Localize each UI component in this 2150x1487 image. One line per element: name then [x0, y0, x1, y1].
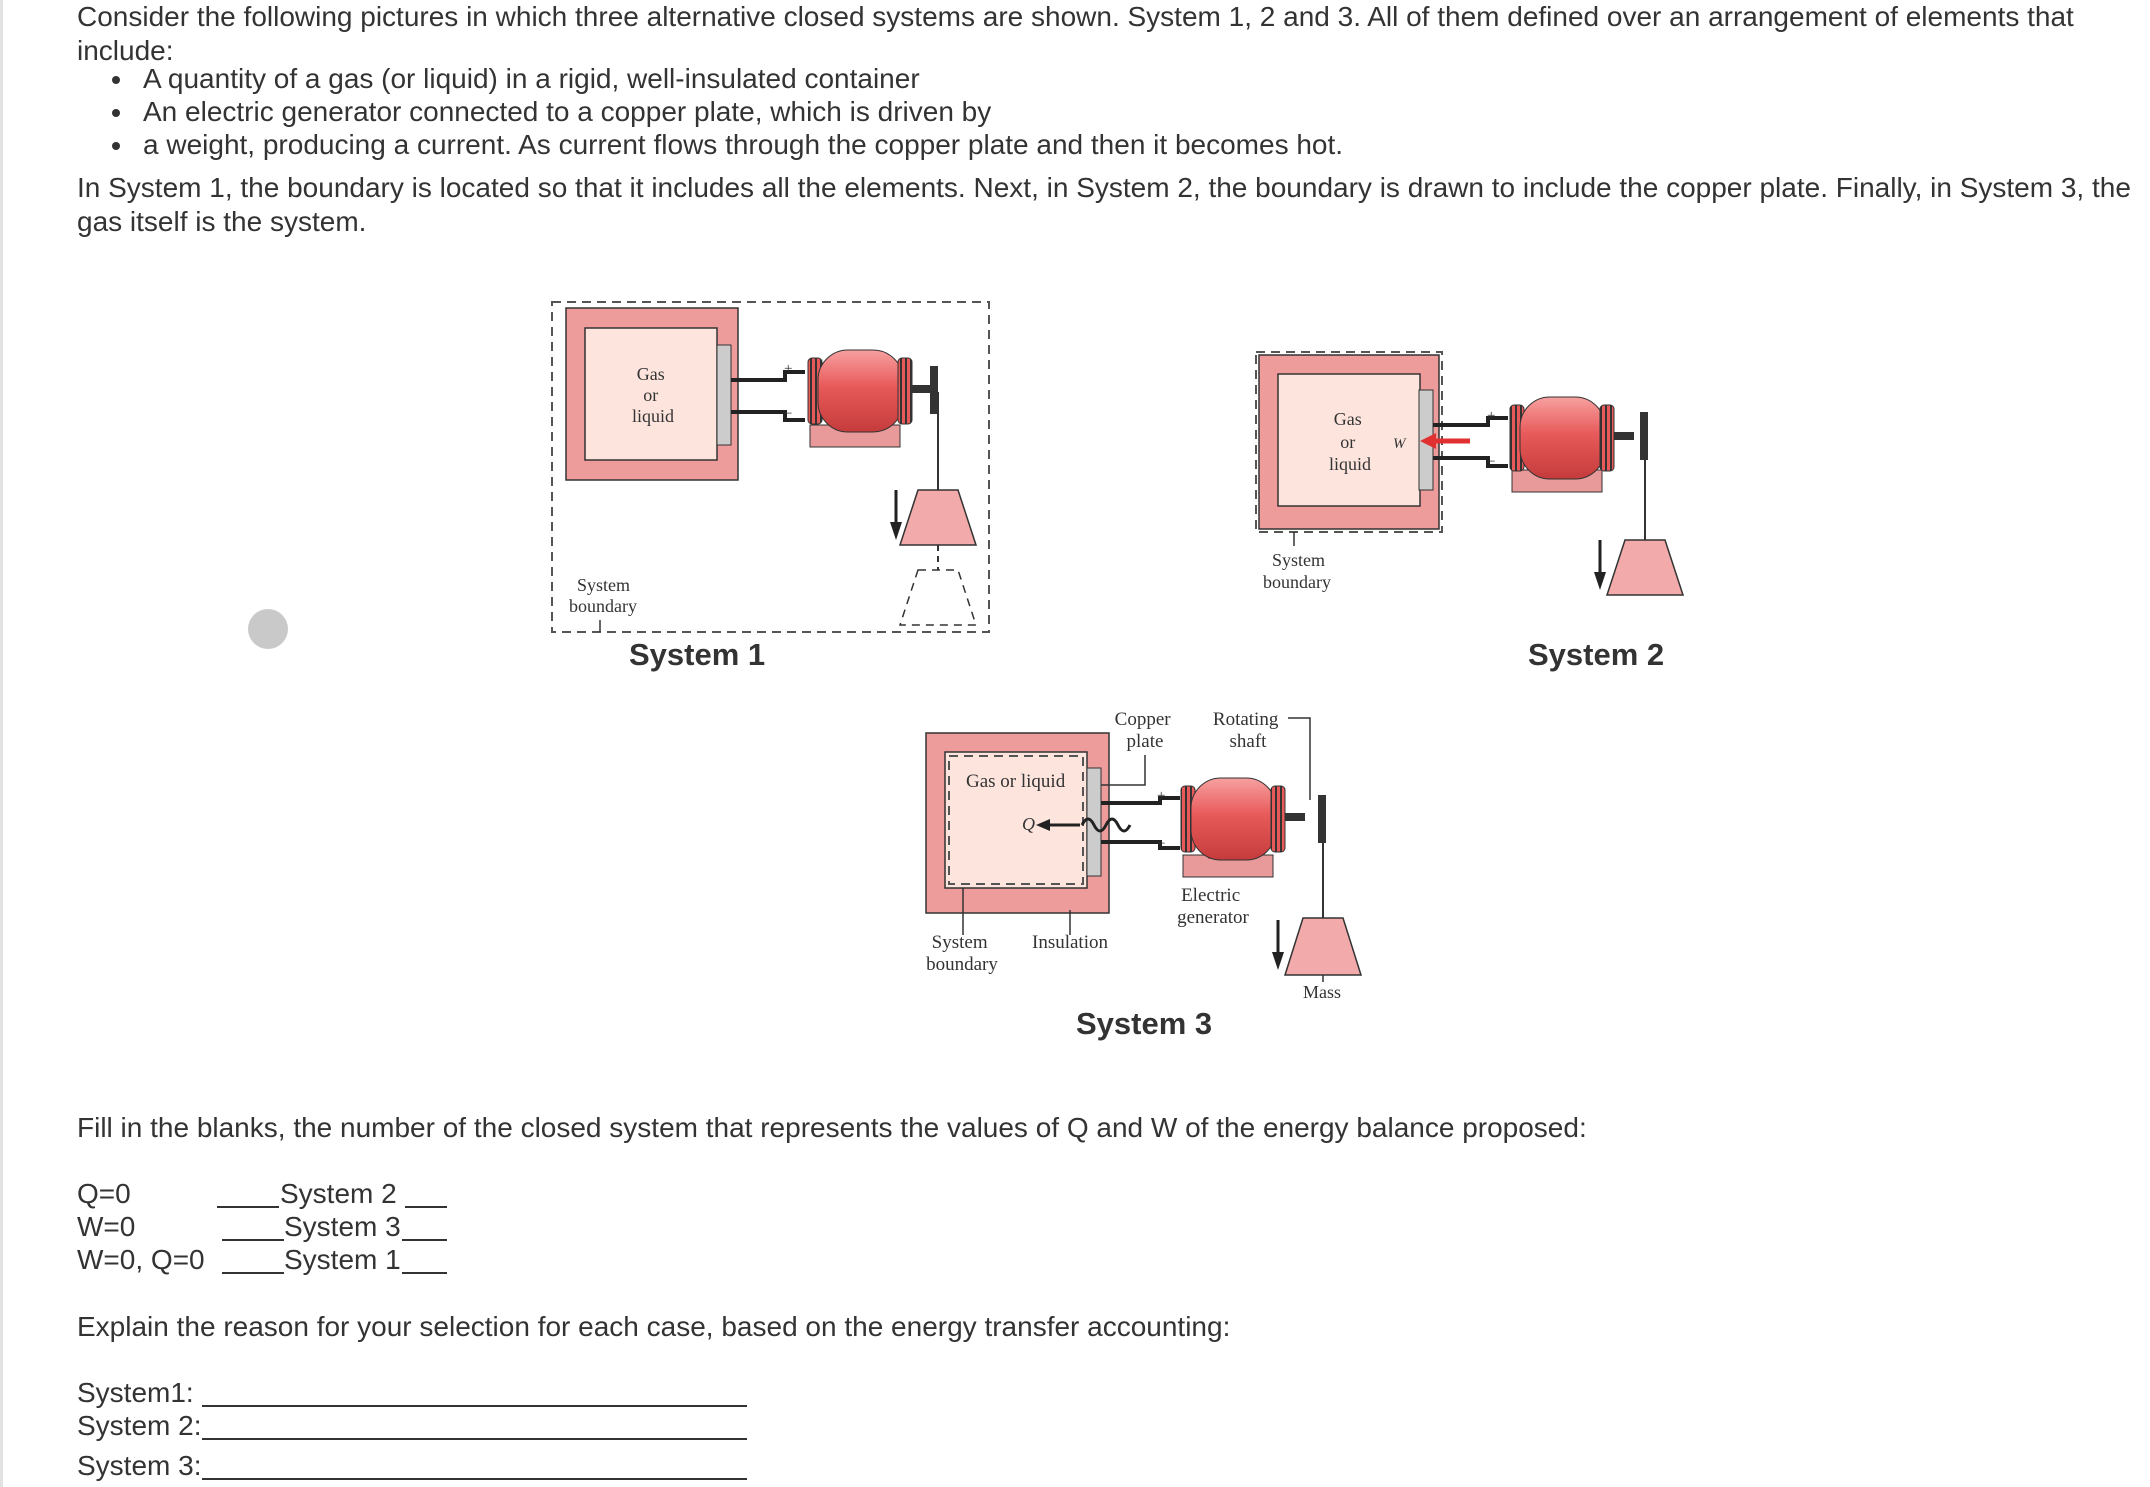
intro-paragraph-2: In System 1, the boundary is located so … — [77, 172, 2131, 237]
explain-input-1[interactable] — [202, 1405, 747, 1407]
electric-generator-label: Electric generator — [1177, 885, 1249, 928]
gas-label: Gas or liquid — [1329, 409, 1371, 474]
copper-plate — [716, 344, 732, 446]
answer-label-q: Q=0 — [77, 1178, 131, 1209]
insulation-label: Insulation — [1032, 932, 1108, 953]
systems-figure: Gas or liquid + − System boundary System… — [551, 301, 1685, 1041]
gas-label: Gas or liquid — [632, 364, 674, 426]
system3-diagram: Gas or liquid Q + − Copper plate — [925, 709, 1363, 1041]
explain-label-3: System 3: — [77, 1450, 202, 1481]
pulley — [930, 366, 938, 414]
list-item: a weight, producing a current. As curren… — [135, 128, 1343, 161]
explain-input-2[interactable] — [202, 1438, 747, 1440]
answer-system-wq[interactable]: System 1 — [284, 1244, 401, 1275]
minus-sign: − — [1487, 454, 1495, 470]
mass — [1283, 917, 1363, 976]
system-boundary-label: System boundary — [569, 575, 637, 616]
intro-paragraph-1: Consider the following pictures in which… — [77, 1, 2074, 66]
system-boundary-label: System boundary — [926, 932, 998, 975]
explain-prompt: Explain the reason for your selection fo… — [77, 1311, 1231, 1342]
system3-boundary — [948, 755, 1084, 885]
mass-dashed-outline — [898, 569, 978, 626]
gas-container — [944, 751, 1088, 889]
plus-sign: + — [784, 361, 792, 377]
left-border — [0, 0, 3, 1487]
wires — [1433, 416, 1508, 468]
element-list: A quantity of a gas (or liquid) in a rig… — [105, 62, 1343, 161]
electric-generator — [1509, 396, 1634, 493]
rotating-shaft-label: Rotating shaft — [1213, 709, 1283, 752]
system2-diagram: Gas or liquid W + − System boundary Syst… — [1255, 351, 1685, 672]
minus-sign: − — [784, 406, 792, 422]
radio-button[interactable] — [248, 609, 288, 649]
wires — [731, 370, 805, 422]
gas-label: Gas or liquid — [966, 771, 1066, 792]
electric-generator — [807, 349, 932, 448]
electric-generator — [1180, 777, 1305, 878]
explain-input-3[interactable] — [202, 1478, 747, 1480]
system1-boundary — [551, 301, 990, 633]
copper-plate-label: Copper plate — [1115, 709, 1176, 752]
explain-label-1: System1: — [77, 1377, 194, 1408]
heat-wave — [1080, 817, 1132, 833]
mass — [898, 489, 978, 546]
list-item: A quantity of a gas (or liquid) in a rig… — [135, 62, 1343, 95]
list-item: An electric generator connected to a cop… — [135, 95, 1343, 128]
blank-line — [402, 1272, 447, 1274]
answer-system-w[interactable]: System 3 — [284, 1211, 401, 1242]
answer-system-q[interactable]: System 2 — [280, 1178, 397, 1209]
blank-line — [405, 1206, 447, 1208]
mass — [1605, 539, 1685, 596]
system1-diagram: Gas or liquid + − System boundary System… — [551, 301, 990, 672]
system2-caption: System 2 — [1528, 637, 1664, 672]
plus-sign: + — [1157, 788, 1165, 804]
blank-line — [402, 1239, 447, 1241]
gas-container — [584, 327, 718, 461]
pulley — [1640, 412, 1648, 460]
wires — [1101, 796, 1180, 850]
blank-line — [222, 1272, 284, 1274]
work-label: W — [1393, 436, 1407, 452]
answer-label-w: W=0 — [77, 1211, 136, 1242]
mass-label: Mass — [1303, 982, 1341, 1002]
system1-caption: System 1 — [629, 637, 765, 672]
heat-label: Q — [1022, 814, 1035, 834]
blank-line — [222, 1239, 284, 1241]
blank-line — [217, 1206, 279, 1208]
minus-sign: − — [1157, 836, 1165, 852]
system3-caption: System 3 — [1076, 1006, 1212, 1041]
answer-label-wq: W=0, Q=0 — [77, 1244, 205, 1275]
system-boundary-label: System boundary — [1263, 550, 1331, 592]
fill-prompt: Fill in the blanks, the number of the cl… — [77, 1112, 1587, 1143]
plus-sign: + — [1487, 408, 1495, 424]
explain-label-2: System 2: — [77, 1410, 202, 1441]
